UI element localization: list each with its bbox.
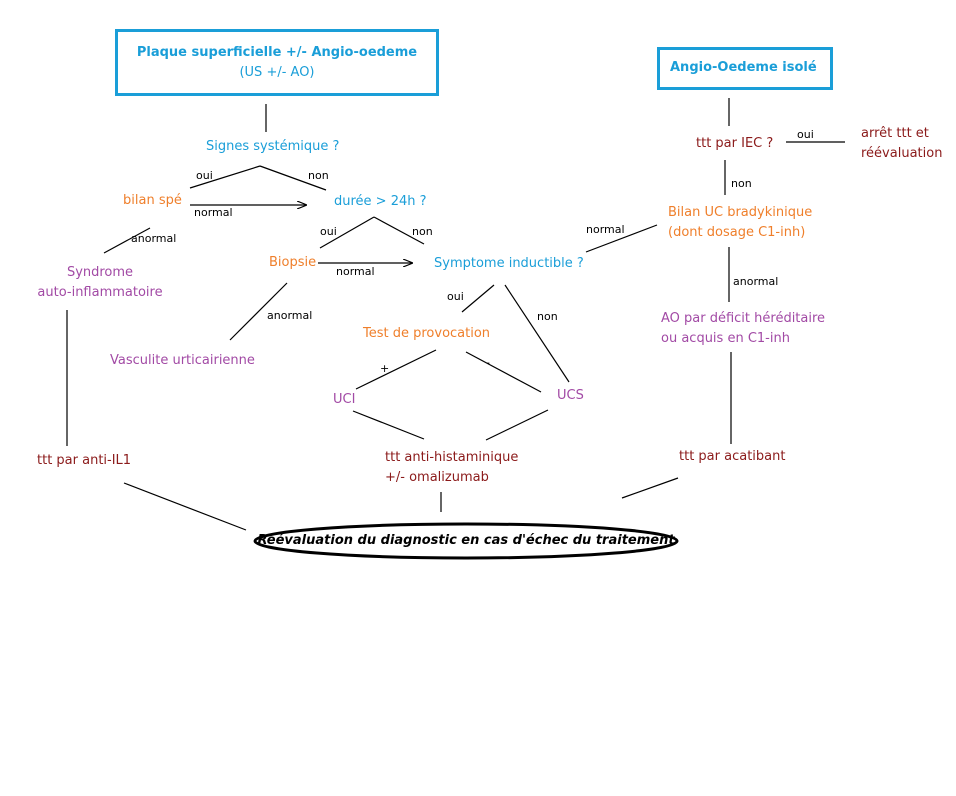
ao-deficit-node: AO par déficit héréditaire ou acquis en …: [661, 309, 825, 349]
edge-label-iec-oui: oui: [797, 128, 814, 141]
edge-label-biopsie-normal: normal: [336, 265, 375, 278]
plaque-title: Plaque superficielle +/- Angio-oedeme: [136, 45, 418, 60]
bilan-uc-node: Bilan UC bradykinique (dont dosage C1-in…: [668, 203, 812, 243]
line-signes-duree: [259, 165, 327, 191]
edge-label-duree-oui: oui: [320, 225, 337, 238]
ttt-iec-node: ttt par IEC ?: [696, 136, 774, 151]
arret-ttt-node: arrêt ttt et réévaluation: [861, 124, 942, 164]
line-ucs-antihist: [485, 409, 549, 441]
line-il1-final: [123, 482, 247, 531]
line-symptome-test: [461, 284, 495, 313]
edge-label-signes-non: non: [308, 169, 329, 182]
uci-node: UCI: [333, 392, 356, 407]
syndrome-line1: Syndrome: [66, 265, 134, 280]
edge-label-signes-oui: oui: [196, 169, 213, 182]
angio-entry-box: Angio-Oedeme isolé: [657, 47, 833, 90]
edge-label-bilanuc-anormal: anormal: [733, 275, 779, 288]
bilan-spe-node: bilan spé: [123, 193, 182, 208]
test-provocation-node: Test de provocation: [363, 326, 491, 341]
ao-deficit-line1: AO par déficit héréditaire: [661, 311, 826, 326]
angio-title: Angio-Oedeme isolé: [670, 60, 817, 75]
edge-label-iec-non: non: [731, 177, 752, 190]
edge-label-symptome-non: non: [537, 310, 558, 323]
ttt-acatibant-node: ttt par acatibant: [679, 449, 786, 464]
line-acatibant-final: [621, 477, 679, 499]
line-uci-antihist: [352, 410, 425, 440]
reevaluation-final-node: Réévaluation du diagnostic en cas d'éche…: [257, 533, 675, 548]
plaque-subtitle: (US +/- AO): [239, 65, 315, 80]
antihist-line2: +/- omalizumab: [385, 470, 489, 485]
edge-label-biopsie-anormal: anormal: [267, 309, 313, 322]
symptome-inductible-node: Symptome inductible ?: [434, 256, 584, 271]
signes-systemique-node: Signes systémique ?: [206, 139, 340, 154]
edge-label-bilanuc-normal: normal: [586, 223, 625, 236]
line-test-uci: [355, 349, 437, 390]
syndrome-line2: auto-inflammatoire: [37, 285, 163, 300]
ao-deficit-line2: ou acquis en C1-inh: [661, 331, 790, 346]
arret-line2: réévaluation: [861, 146, 943, 161]
line-signes-bilan: [189, 165, 261, 189]
edge-label-bilan-normal: normal: [194, 206, 233, 219]
edge-label-bilan-anormal: anormal: [131, 232, 177, 245]
line-test-ucs: [465, 351, 542, 393]
syndrome-node: Syndrome auto-inflammatoire: [30, 263, 170, 303]
edge-label-test-minus: -: [486, 356, 490, 369]
biopsie-node: Biopsie: [269, 255, 317, 270]
line-bilan-syndrome: [103, 227, 151, 254]
line-symptome-bilanuc: [585, 224, 658, 253]
line-duree-symptome: [373, 216, 425, 245]
ucs-node: UCS: [557, 388, 584, 403]
line-symptome-ucs: [504, 284, 570, 383]
edge-label-symptome-oui: oui: [447, 290, 464, 303]
vasculite-node: Vasculite urticairienne: [110, 353, 255, 368]
edge-label-test-plus: +: [380, 362, 390, 375]
antihist-line1: ttt anti-histaminique: [385, 450, 519, 465]
plaque-entry-box: Plaque superficielle +/- Angio-oedeme (U…: [115, 29, 439, 96]
antihistaminique-node: ttt anti-histaminique +/- omalizumab: [385, 448, 518, 488]
bilan-uc-line1: Bilan UC bradykinique: [668, 205, 813, 220]
line-duree-biopsie: [319, 216, 375, 249]
ttt-anti-il1-node: ttt par anti-IL1: [37, 453, 132, 468]
line-biopsie-vasculite: [229, 282, 288, 341]
final-ellipse: [253, 522, 679, 560]
bilan-uc-line2: (dont dosage C1-inh): [668, 225, 806, 240]
arret-line1: arrêt ttt et: [861, 126, 929, 141]
edge-label-duree-non: non: [412, 225, 433, 238]
duree-node: durée > 24h ?: [334, 194, 427, 209]
